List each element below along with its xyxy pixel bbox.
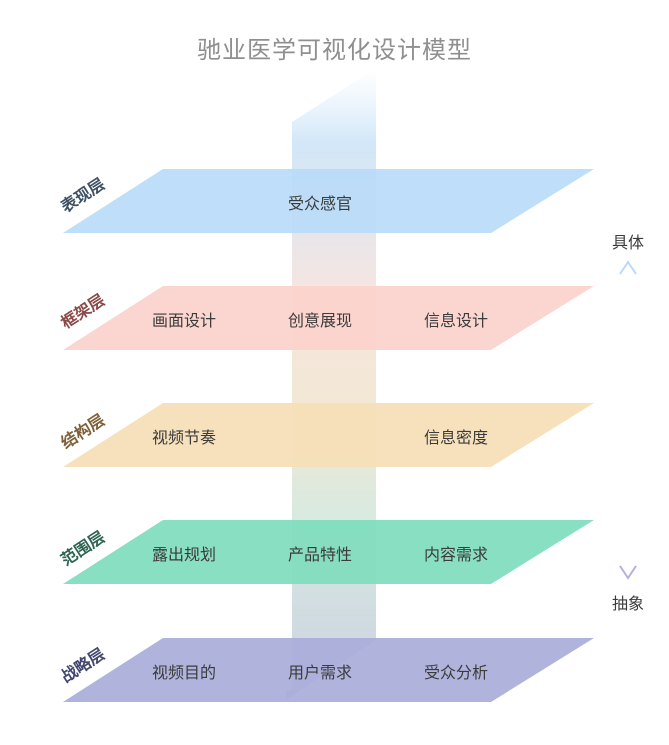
- layer-plane: [63, 403, 594, 467]
- layer-item: 画面设计: [152, 311, 217, 330]
- layer-item: 内容需求: [424, 545, 489, 564]
- concreteness-arrow: [619, 260, 637, 580]
- beam-shape: [286, 68, 376, 700]
- concrete-label: 具体: [612, 233, 645, 252]
- layer-item: 视频目的: [152, 663, 217, 682]
- layer-item: 信息密度: [424, 428, 489, 447]
- layer-plane: [63, 169, 594, 233]
- layer-item: 受众分析: [424, 663, 489, 682]
- layer-item: 用户需求: [288, 663, 353, 682]
- layer-plane: [63, 638, 594, 702]
- layer-plane: [63, 286, 594, 350]
- arrow-down-head-icon: [619, 565, 637, 580]
- layer-item: 露出规划: [152, 545, 217, 564]
- arrow-up-head-icon: [619, 260, 637, 275]
- layer-item: 视频节奏: [152, 428, 217, 447]
- layer-plane: [63, 520, 594, 584]
- layer-item: 创意展现: [288, 311, 353, 330]
- layer-item: 信息设计: [424, 311, 489, 330]
- abstract-label: 抽象: [612, 594, 645, 613]
- layer-item: 产品特性: [288, 545, 353, 564]
- layer-item: 受众感官: [288, 194, 353, 213]
- page-title: 驰业医学可视化设计模型: [197, 36, 472, 64]
- vertical-beam: [286, 68, 376, 700]
- layer-planes: [63, 169, 594, 702]
